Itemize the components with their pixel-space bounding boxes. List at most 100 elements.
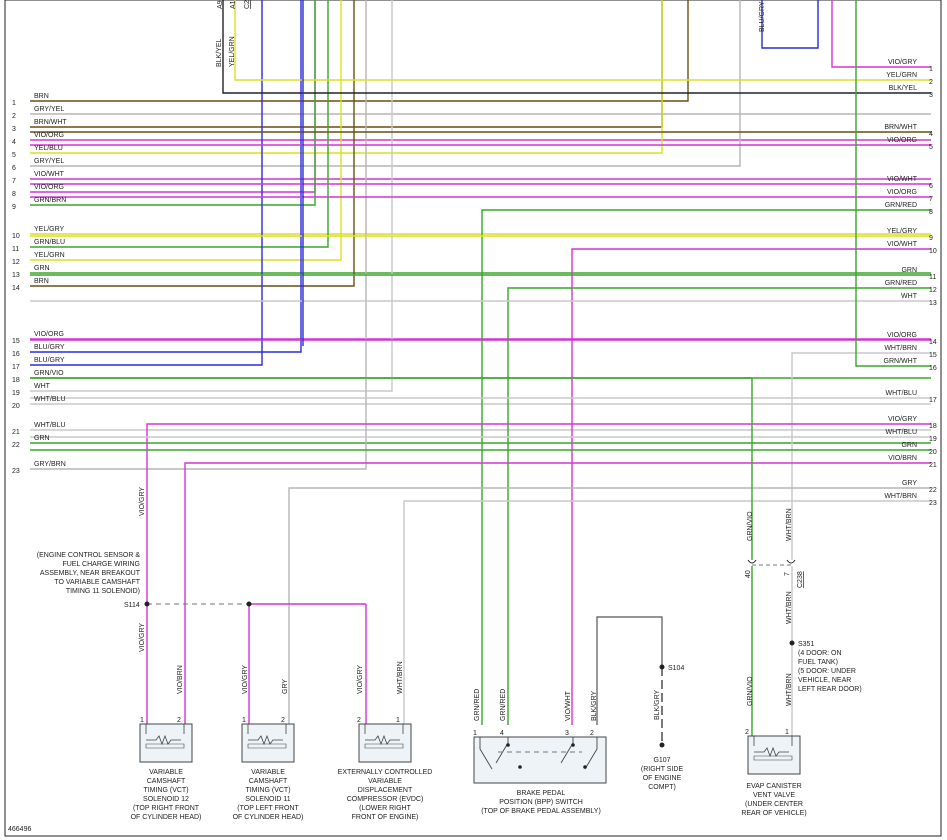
wire-number-left: 11: [12, 246, 19, 253]
wire-label-right: VIO/WHT: [887, 241, 918, 248]
wire-label-right: WHT: [901, 293, 918, 300]
wire-left-9: [30, 0, 316, 206]
wire-label-left: VIO/WHT: [34, 171, 65, 178]
wire-label-right: YEL/GRY: [887, 228, 918, 235]
wire-number-left: 7: [12, 178, 16, 185]
component-vct-solenoid-11: 1 2 VARIABLE CAMSHAFT TIMING (VCT) SOLEN…: [233, 717, 304, 821]
wire-label-right: WHT/BLU: [886, 390, 918, 397]
wire-label-right: VIO/BRN: [888, 455, 917, 462]
wire-number-left: 12: [12, 259, 20, 266]
wire-label-left: BLU/GRY: [34, 357, 65, 364]
engine-harness-note: (ENGINE CONTROL SENSOR & FUEL CHARGE WIR…: [37, 552, 141, 595]
wire-label-left: WHT: [34, 383, 51, 390]
wire-number-right: 19: [929, 436, 937, 443]
wire-number-left: 21: [12, 429, 20, 436]
wire-number-left: 18: [12, 377, 20, 384]
wire-number-left: 10: [12, 233, 20, 240]
wire-label-left: WHT/BLU: [34, 422, 66, 429]
wire-number-right: 12: [929, 287, 937, 294]
wire-number-right: 23: [929, 500, 937, 507]
component-label-line: OF CYLINDER HEAD): [233, 814, 304, 821]
splice-dot: [246, 601, 252, 607]
wire-label-left: GRN: [34, 265, 50, 272]
component-label-line: CAMSHAFT: [147, 778, 186, 785]
top-label-blu-gry: BLU/GRY: [759, 1, 766, 32]
label-vct11-pin1: VIO/GRY: [242, 665, 249, 694]
wire-label-right: VIO/ORG: [887, 189, 917, 196]
ground-g107: S104 G107 (RIGHT SIDE OF ENGINE COMPT): [596, 616, 684, 791]
label-bpp-3: VIO/WHT: [565, 690, 572, 721]
diagram-frame: [4, 0, 942, 837]
wire-number-left: 4: [12, 139, 16, 146]
s351-note-line: VEHICLE, NEAR: [798, 677, 851, 684]
splice-dot: [144, 601, 150, 607]
label-vct11-pin2: GRY: [282, 679, 289, 694]
wire-left-1: [30, 0, 689, 102]
wire-label-left: GRY/YEL: [34, 158, 64, 165]
engine-note-line: ASSEMBLY, NEAR BREAKOUT: [40, 570, 141, 577]
wire-number-right: 4: [929, 131, 933, 138]
wire-label-right: GRN/WHT: [884, 358, 918, 365]
switch-contact: [518, 765, 522, 769]
wire-label-left: BRN: [34, 93, 49, 100]
wire-layer: [30, 0, 931, 737]
pin-number: 2: [357, 717, 361, 724]
component-label-line: TIMING (VCT): [143, 787, 188, 794]
wire-label-left: BRN: [34, 278, 49, 285]
component-label-line: DISPLACEMENT: [358, 787, 413, 794]
label-bpp-4: GRN/RED: [474, 689, 481, 721]
wire-number-right: 18: [929, 423, 937, 430]
figure-id: 466496: [8, 826, 31, 833]
label-bpp-2: BLK/GRY: [591, 690, 598, 721]
wire-label-left: VIO/ORG: [34, 184, 64, 191]
pin-number: 3: [565, 730, 569, 737]
wire-right-3: [222, 0, 931, 94]
component-label-line: (TOP LEFT FRONT: [237, 805, 299, 812]
component-label-line: VARIABLE: [149, 769, 183, 776]
component-label-line: VENT VALVE: [753, 792, 795, 799]
top-label-a9: A9: [217, 0, 224, 9]
wire-number-left: 22: [12, 442, 20, 449]
wire-label-left: GRN: [34, 435, 50, 442]
pin-number: 1: [396, 717, 400, 724]
wire-right-12: [507, 287, 931, 725]
wire-label-right: VIO/GRY: [888, 59, 917, 66]
wire-label-right: VIO/GRY: [888, 416, 917, 423]
engine-note-line: FUEL CHARGE WIRING: [62, 561, 140, 568]
wire-label-left: GRN/BRN: [34, 197, 66, 204]
wire-number-right: 9: [929, 235, 933, 242]
component-label-line: (TOP RIGHT FRONT: [133, 805, 200, 812]
ground-label-g107: G107: [653, 757, 670, 764]
wire-number-right: 5: [929, 144, 933, 151]
wire-label-left: GRY/BRN: [34, 461, 66, 468]
wire-label-right: GRY: [902, 480, 917, 487]
c238-pin-7: 7: [784, 572, 791, 576]
wire-label-right: VIO/WHT: [887, 176, 918, 183]
wire-left-8: [30, 0, 316, 193]
wire-left-14: [30, 0, 355, 287]
label-evdc-pin1: VIO/GRY: [357, 665, 364, 694]
component-label-line: BRAKE PEDAL: [517, 790, 566, 797]
wire-number-right: 16: [929, 365, 937, 372]
engine-note-line: TIMING 11 SOLENOID): [66, 588, 140, 595]
c238-pin-40: 40: [745, 570, 752, 578]
label-evap-upper-b: WHT/BRN: [786, 508, 793, 541]
wire-left-5: [30, 0, 663, 154]
wire-number-right: 22: [929, 487, 937, 494]
wire-left-19: [30, 0, 393, 392]
top-label-a1: A1: [230, 0, 237, 9]
wire-right-23: [403, 500, 931, 725]
wire-blu-loop: [761, 0, 819, 49]
wire-number-left: 8: [12, 191, 16, 198]
pin-number: 2: [177, 717, 181, 724]
switch-contact: [506, 743, 510, 747]
connector-c238: 40 7 C238: [745, 559, 804, 588]
splice-label-s351: S351: [798, 641, 814, 648]
wire-number-left: 2: [12, 113, 16, 120]
wire-number-right: 15: [929, 352, 937, 359]
ground-note-line: COMPT): [648, 784, 676, 791]
wire-right-2: [234, 0, 931, 81]
component-label-line: VARIABLE: [368, 778, 402, 785]
switch-contact: [571, 743, 575, 747]
